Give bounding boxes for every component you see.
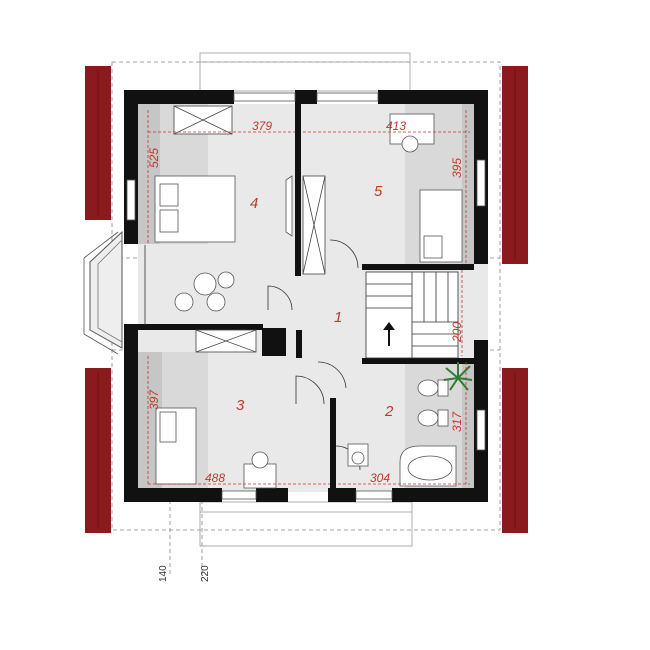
- bidet: [417, 409, 439, 427]
- chimney: [262, 328, 286, 356]
- bedroom-4-furniture: [154, 175, 293, 312]
- room-label-hall: 1: [334, 309, 342, 326]
- dim-room4-width: 379: [252, 119, 272, 133]
- wall-bottom-right: [392, 488, 488, 502]
- wardrobes: [173, 105, 326, 353]
- wall-top-right: [378, 90, 488, 104]
- dim-room2-depth: 317: [450, 411, 464, 432]
- room-label-bedroom-5: 5: [374, 183, 383, 200]
- wall-bottom-mid: [256, 488, 288, 502]
- wall-left-upper: [124, 90, 138, 244]
- partition-2-top: [362, 358, 474, 364]
- stair-arrow: [383, 322, 395, 346]
- dim-room5-width: 413: [386, 119, 406, 133]
- room-label-bathroom: 2: [384, 403, 394, 420]
- dim-room2-width: 304: [370, 471, 390, 485]
- windows: [126, 92, 486, 500]
- balcony-top: [199, 52, 411, 92]
- partition-2-left: [330, 398, 336, 488]
- room-label-bedroom-3: 3: [236, 397, 245, 414]
- exterior-label-220: 220: [200, 565, 211, 582]
- dim-stair-width: 200: [450, 322, 464, 343]
- partition-5-stair: [362, 264, 474, 270]
- partition-3-upper: [138, 324, 263, 330]
- partition-3-right: [296, 330, 302, 358]
- bedroom-5-furniture: [389, 113, 463, 263]
- wall-left-lower: [124, 324, 138, 502]
- wall-bottom-mid2: [328, 488, 356, 502]
- dim-room4-depth: 525: [147, 148, 161, 168]
- plant-icon: [443, 362, 473, 391]
- bathroom-fixtures: [347, 379, 457, 487]
- wall-top-left: [124, 90, 234, 104]
- bedroom-3-furniture: [155, 407, 277, 489]
- bay-window: [83, 231, 119, 355]
- dim-room3-width: 488: [205, 471, 225, 485]
- wall-bottom-left: [124, 488, 222, 502]
- staircase: [365, 271, 459, 359]
- dim-room5-depth: 395: [450, 158, 464, 178]
- roof-ribs: [97, 70, 516, 529]
- dimension-lines: [147, 110, 470, 485]
- partition-4-5: [295, 90, 301, 276]
- balcony-bottom: [199, 501, 413, 547]
- dim-room3-depth: 397: [147, 389, 161, 410]
- toilet: [417, 379, 439, 397]
- room-label-bedroom-4: 4: [250, 195, 258, 212]
- exterior-label-140: 140: [158, 565, 169, 582]
